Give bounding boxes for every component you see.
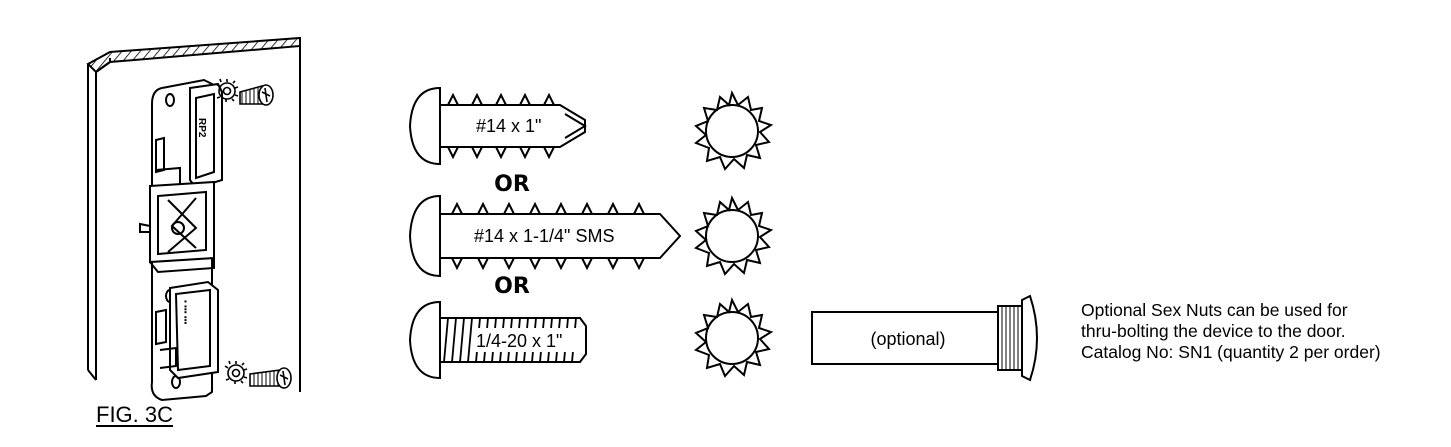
figure-label: FIG. 3C: [96, 402, 174, 427]
screw3-label: 1/4-20 x 1": [476, 331, 562, 351]
plate-hole-top: [165, 93, 175, 107]
lock-washer-icon: [694, 90, 774, 171]
lock-washer-icon: [694, 195, 774, 276]
screw2-label: #14 x 1-1/4" SMS: [474, 226, 614, 246]
or-separator-2: OR: [494, 274, 530, 299]
sheet-metal-screw-icon: [408, 194, 682, 278]
bracket-bottom-screw-icon: [249, 367, 292, 389]
or-separator-1: OR: [494, 172, 530, 197]
door-top-hatch: [86, 36, 301, 74]
door-face-line: [109, 46, 301, 392]
sex-nut-icon: [811, 294, 1038, 382]
bracket-lower-mark: ▪ ▪▪▪ ▪▪▪: [181, 300, 190, 324]
bracket-assembly-icon: [86, 36, 301, 402]
screw2-shank: [440, 213, 682, 259]
bracket-top-mark: RP2: [196, 118, 207, 138]
note-line-3: Catalog No: SN1 (quantity 2 per order): [1081, 342, 1381, 362]
sex-nut-knurl: [997, 305, 1023, 371]
sex-nut-label: (optional): [870, 329, 945, 349]
bracket-bottom-washer-icon: [224, 360, 248, 384]
self-drilling-screw-icon: [408, 86, 587, 166]
lower-clip: [169, 280, 219, 380]
door-edge: [87, 64, 97, 381]
sex-nut-flange: [1021, 294, 1038, 382]
lock-washer-icon: [694, 297, 774, 378]
note-line-2: thru-bolting the device to the door.: [1081, 321, 1346, 341]
screw1-label: #14 x 1": [476, 116, 541, 136]
bracket-top-screw-icon: [239, 84, 274, 106]
sex-nut-note: Optional Sex Nuts can be used for thru-b…: [1081, 300, 1449, 363]
screw3-label-bg: [472, 328, 576, 352]
note-line-1: Optional Sex Nuts can be used for: [1081, 300, 1348, 320]
bracket-top-washer-icon: [215, 78, 239, 102]
